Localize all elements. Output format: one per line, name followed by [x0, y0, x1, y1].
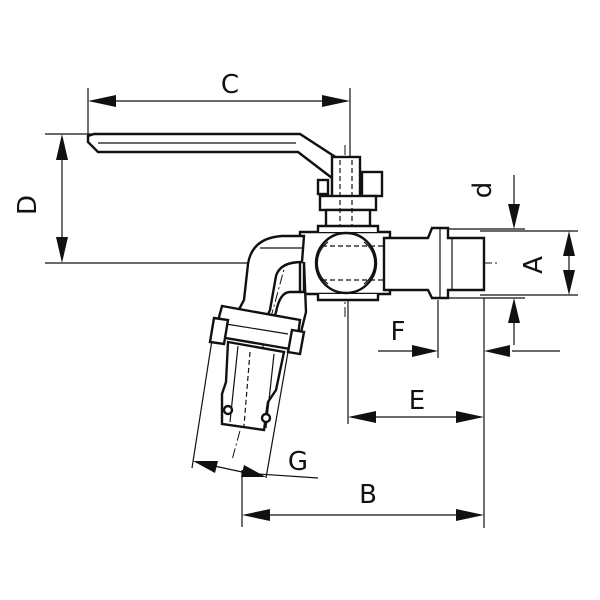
lever-handle [86, 132, 342, 180]
label-b: B [359, 480, 377, 510]
valve-body [298, 224, 440, 302]
dimension-b: B [241, 470, 484, 527]
dimension-f: F [378, 300, 560, 358]
dimension-e: E [347, 300, 484, 424]
label-a: A [519, 256, 549, 274]
threaded-outlet [382, 226, 486, 300]
dimension-a: A [480, 230, 578, 296]
dimension-c: C [87, 70, 351, 170]
label-e: E [409, 386, 425, 416]
hose-connector [220, 340, 286, 432]
coupling-nut [208, 304, 306, 356]
label-d: D [13, 195, 43, 215]
dimension-d: D [13, 133, 250, 264]
dimension-g: G [191, 339, 319, 479]
label-small-d: d [468, 182, 498, 199]
label-c: C [221, 70, 239, 100]
dimension-small-d: d [440, 175, 525, 345]
label-f: F [391, 317, 406, 347]
valve-stem [316, 155, 384, 234]
label-g: G [288, 447, 308, 477]
